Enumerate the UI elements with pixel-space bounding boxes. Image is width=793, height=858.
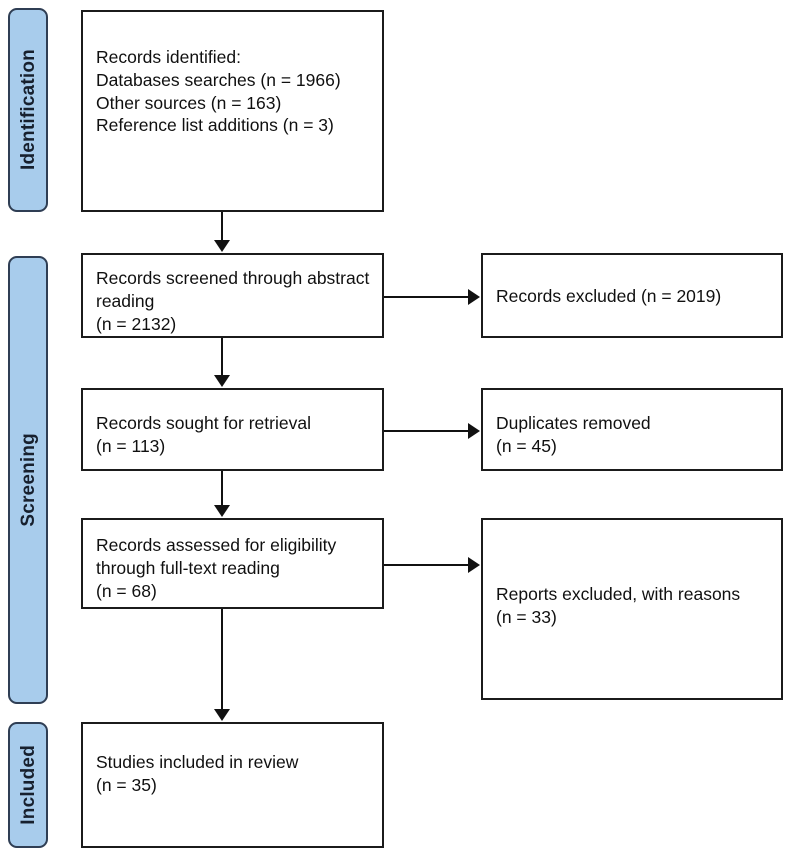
arrow-identified-to-screened xyxy=(221,212,223,241)
box-reports-excluded-text: Reports excluded, with reasons (n = 33) xyxy=(496,584,741,627)
stage-label-identification: Identification xyxy=(8,8,48,212)
box-reports-excluded: Reports excluded, with reasons (n = 33) xyxy=(481,518,783,700)
stage-label-included: Included xyxy=(8,722,48,848)
stage-label-screening: Screening xyxy=(8,256,48,704)
box-records-excluded: Records excluded (n = 2019) xyxy=(481,253,783,338)
arrow-screened-to-sought xyxy=(221,338,223,376)
box-records-assessed: Records assessed for eligibility through… xyxy=(81,518,384,609)
stage-label-included-text: Included xyxy=(17,745,39,825)
stage-label-identification-text: Identification xyxy=(17,49,39,171)
box-records-excluded-text: Records excluded (n = 2019) xyxy=(496,286,722,306)
box-duplicates-removed: Duplicates removed (n = 45) xyxy=(481,388,783,471)
box-records-identified: Records identified: Databases searches (… xyxy=(81,10,384,212)
arrow-sought-to-duplicates xyxy=(384,430,469,432)
box-records-identified-text: Records identified: Databases searches (… xyxy=(96,47,341,136)
box-records-sought-text: Records sought for retrieval (n = 113) xyxy=(96,413,311,456)
arrow-assessed-to-included xyxy=(221,609,223,710)
box-records-sought: Records sought for retrieval (n = 113) xyxy=(81,388,384,471)
arrow-screened-to-excluded xyxy=(384,296,469,298)
box-duplicates-removed-text: Duplicates removed (n = 45) xyxy=(496,413,651,456)
box-records-screened-text: Records screened through abstract readin… xyxy=(96,268,370,334)
box-studies-included: Studies included in review (n = 35) xyxy=(81,722,384,848)
box-records-assessed-text: Records assessed for eligibility through… xyxy=(96,535,337,601)
box-studies-included-text: Studies included in review (n = 35) xyxy=(96,752,299,795)
arrow-sought-to-assessed xyxy=(221,471,223,506)
stage-label-screening-text: Screening xyxy=(17,433,39,527)
arrow-assessed-to-reports-excluded xyxy=(384,564,469,566)
box-records-screened: Records screened through abstract readin… xyxy=(81,253,384,338)
